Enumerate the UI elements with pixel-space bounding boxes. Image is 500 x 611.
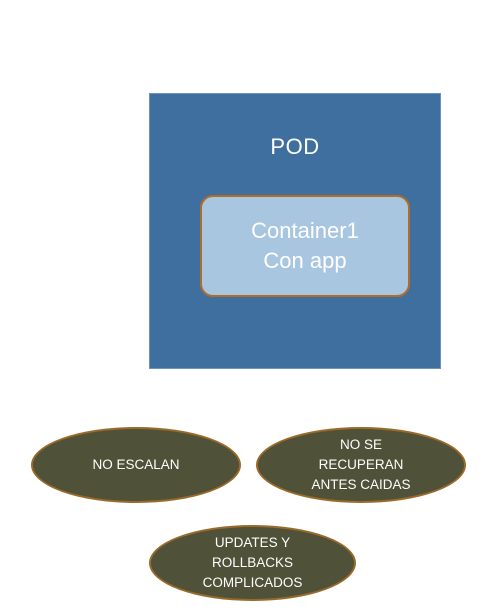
container-box: Container1 Con app [200, 195, 410, 297]
issue-label-line: ROLLBACKS [211, 555, 294, 570]
issue-label-line: ANTES CAIDAS [311, 477, 411, 492]
issue-no-escalan: NO ESCALAN [31, 427, 241, 503]
pod-box: POD Container1 Con app [149, 93, 441, 369]
issue-label-line: NO SE [339, 437, 382, 452]
issue-label-line: RECUPERAN [318, 457, 404, 472]
container-name: Container1 [251, 218, 359, 243]
issue-label-line: COMPLICADOS [202, 575, 303, 590]
pod-title: POD [270, 134, 320, 159]
issue-label-line: NO ESCALAN [92, 457, 180, 472]
issue-label-line: UPDATES Y [214, 535, 291, 550]
issue-no-se-recuperan: NO SE RECUPERAN ANTES CAIDAS [256, 427, 466, 503]
container-description: Con app [263, 248, 347, 273]
issue-updates-rollbacks: UPDATES Y ROLLBACKS COMPLICADOS [149, 525, 356, 601]
